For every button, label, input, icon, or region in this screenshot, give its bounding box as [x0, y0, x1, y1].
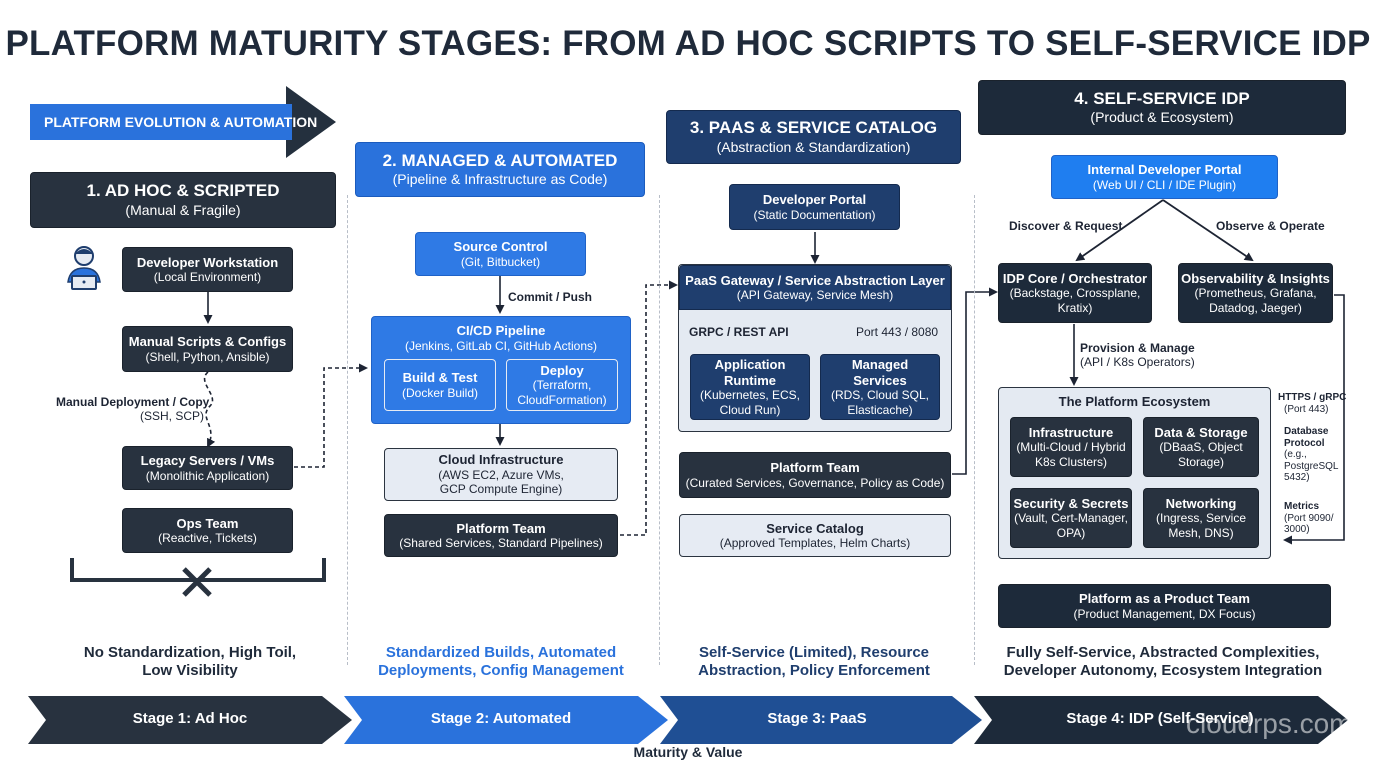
idp-core[interactable]: IDP Core / Orchestrator (Backstage, Cros…	[998, 263, 1152, 323]
service-catalog[interactable]: Service Catalog (Approved Templates, Hel…	[679, 514, 951, 557]
ecosystem-networking[interactable]: Networking (Ingress, Service Mesh, DNS)	[1143, 488, 1259, 548]
discover-request-label: Discover & Request	[1009, 219, 1123, 233]
internal-developer-portal[interactable]: Internal Developer Portal (Web UI / CLI …	[1051, 155, 1278, 199]
s2-to-s3-dashed	[620, 280, 678, 536]
manual-deployment-label: Manual Deployment / Copy (SSH, SCP)	[56, 395, 210, 423]
s1-to-s2-dashed	[294, 363, 368, 468]
observability-insights[interactable]: Observability & Insights (Prometheus, Gr…	[1178, 263, 1333, 323]
stage1-summary: No Standardization, High Toil, Low Visib…	[83, 644, 297, 679]
build-test[interactable]: Build & Test (Docker Build)	[384, 359, 496, 411]
stage3-summary: Self-Service (Limited), Resource Abstrac…	[698, 644, 930, 679]
stage-label-2: Stage 2: Automated	[430, 710, 572, 727]
application-runtime[interactable]: Application Runtime (Kubernetes, ECS, Cl…	[690, 354, 810, 420]
stage-label-3: Stage 3: PaaS	[767, 710, 867, 727]
stage-arrow-1	[28, 696, 352, 744]
grpc-rest-label: GRPC / REST API	[689, 325, 789, 339]
metrics-label: Metrics (Port 9090/ 3000)	[1284, 501, 1334, 535]
watermark: cloudrps.com	[1186, 708, 1353, 739]
platform-product-team[interactable]: Platform as a Product Team (Product Mana…	[998, 584, 1331, 628]
platform-team-s2[interactable]: Platform Team (Shared Services, Standard…	[384, 514, 618, 557]
developer-icon	[67, 246, 101, 290]
s1-dashed-deploy	[203, 371, 216, 448]
divider-2	[659, 195, 660, 665]
platform-team-s3[interactable]: Platform Team (Curated Services, Governa…	[679, 452, 951, 498]
stage-arrow-2	[344, 696, 668, 744]
divider-1	[347, 195, 348, 665]
ecosystem-security[interactable]: Security & Secrets (Vault, Cert-Manager,…	[1010, 488, 1132, 548]
legacy-servers[interactable]: Legacy Servers / VMs (Monolithic Applica…	[122, 446, 293, 490]
deploy-step[interactable]: Deploy (Terraform, CloudFormation)	[506, 359, 618, 411]
maturity-value-label: Maturity & Value	[633, 744, 743, 760]
page-title: PLATFORM MATURITY STAGES: FROM AD HOC SC…	[5, 24, 1371, 63]
cross-icon	[182, 567, 212, 597]
stage-arrow-4	[974, 696, 1348, 744]
stage4-summary: Fully Self-Service, Abstracted Complexit…	[1003, 644, 1323, 679]
stage3-header: 3. PAAS & SERVICE CATALOG (Abstraction &…	[666, 110, 961, 164]
stage-label-4: Stage 4: IDP (Self-Service)	[1066, 710, 1254, 727]
stage2-header: 2. MANAGED & AUTOMATED (Pipeline & Infra…	[355, 142, 645, 197]
divider-3	[974, 195, 975, 665]
s4-arrow-discover	[1075, 199, 1164, 262]
s3-to-s4-connector	[952, 287, 998, 475]
stage2-summary: Standardized Builds, Automated Deploymen…	[378, 644, 624, 679]
stage-label-1: Stage 1: Ad Hoc	[132, 710, 248, 727]
stage4-header: 4. SELF-SERVICE IDP (Product & Ecosystem…	[978, 80, 1346, 135]
s4-arrow-observe	[1162, 199, 1254, 262]
port-label: Port 443 / 8080	[856, 325, 939, 339]
database-protocol-label: Database Protocol (e.g., PostgreSQL 5432…	[1284, 426, 1339, 483]
manual-scripts[interactable]: Manual Scripts & Configs (Shell, Python,…	[122, 326, 293, 372]
stage-arrow-3	[660, 696, 982, 744]
developer-portal-s3[interactable]: Developer Portal (Static Documentation)	[729, 184, 900, 230]
provision-manage-label: Provision & Manage (API / K8s Operators)	[1080, 341, 1195, 369]
cloud-infrastructure[interactable]: Cloud Infrastructure (AWS EC2, Azure VMs…	[384, 448, 618, 501]
s1-bracket	[70, 558, 326, 582]
s4-observability-loop	[1283, 294, 1345, 545]
evolution-banner-label: PLATFORM EVOLUTION & AUTOMATION	[44, 114, 318, 130]
developer-workstation[interactable]: Developer Workstation (Local Environment…	[122, 247, 293, 292]
ecosystem-data-storage[interactable]: Data & Storage (DBaaS, Object Storage)	[1143, 417, 1259, 477]
observe-operate-label: Observe & Operate	[1216, 219, 1325, 233]
managed-services[interactable]: Managed Services (RDS, Cloud SQL, Elasti…	[820, 354, 940, 420]
ecosystem-infrastructure[interactable]: Infrastructure (Multi-Cloud / Hybrid K8s…	[1010, 417, 1132, 477]
stage1-header: 1. AD HOC & SCRIPTED (Manual & Fragile)	[30, 172, 336, 228]
ecosystem-title: The Platform Ecosystem	[1058, 394, 1211, 409]
paas-gateway[interactable]: PaaS Gateway / Service Abstraction Layer…	[679, 265, 951, 310]
source-control[interactable]: Source Control (Git, Bitbucket)	[415, 232, 586, 276]
commit-push-label: Commit / Push	[508, 290, 593, 304]
https-grpc-label: HTTPS / gRPC (Port 443)	[1278, 392, 1347, 415]
ops-team[interactable]: Ops Team (Reactive, Tickets)	[122, 508, 293, 553]
